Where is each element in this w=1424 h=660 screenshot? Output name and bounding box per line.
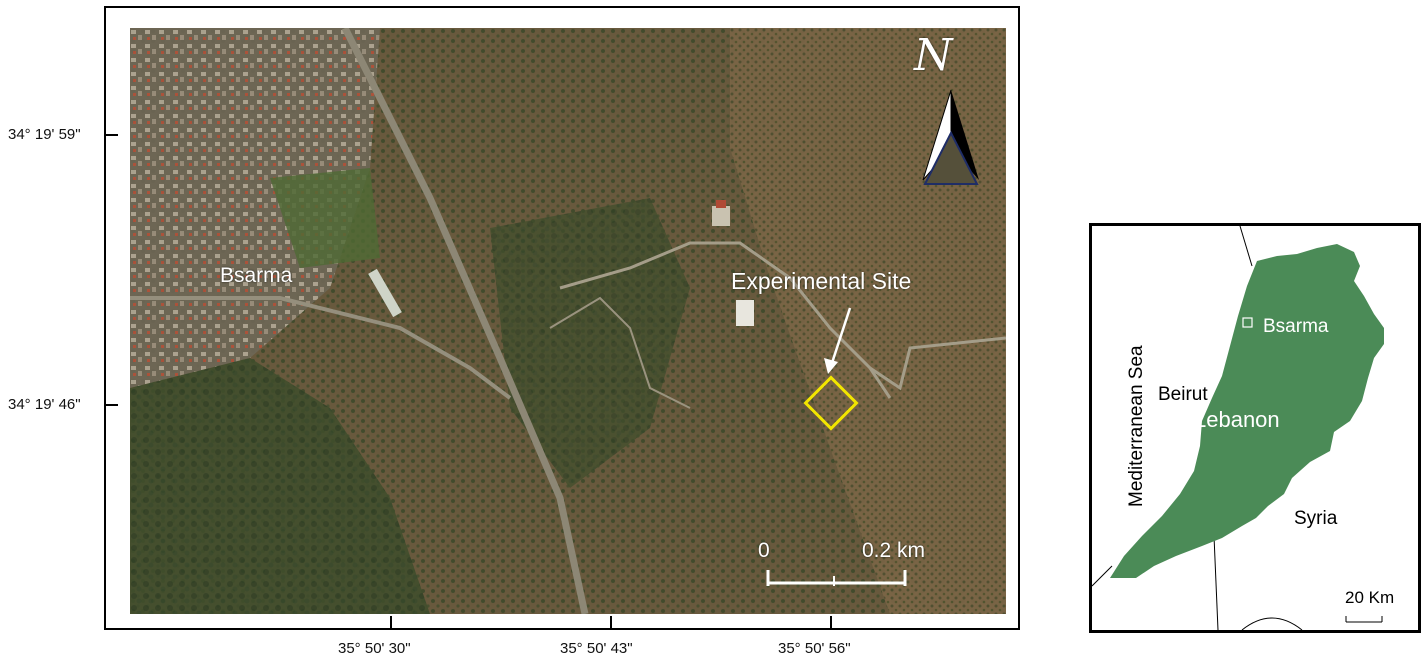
inset-scale-label: 20 Km — [1345, 588, 1395, 607]
loop-road — [869, 336, 1006, 391]
latitude-tick — [104, 134, 118, 136]
forest-central — [490, 198, 690, 488]
latitude-label: 34° 19' 46" — [8, 396, 81, 413]
forest-southwest — [130, 358, 430, 614]
lebanon-label: Lebanon — [1194, 407, 1280, 432]
north-arrow-base — [923, 130, 979, 185]
longitude-tick — [610, 616, 612, 630]
satellite-imagery — [130, 28, 1006, 614]
greenhouse — [736, 300, 754, 326]
longitude-label: 35° 50' 43" — [560, 640, 633, 657]
north-arrow-black — [951, 90, 979, 180]
building — [712, 206, 730, 226]
beirut-label: Beirut — [1158, 384, 1208, 405]
longitude-tick — [390, 616, 392, 630]
longitude-label: 35° 50' 30" — [338, 640, 411, 657]
green-field — [270, 168, 380, 268]
lebanon-shape — [1110, 244, 1384, 578]
bsarma-marker — [1242, 317, 1253, 328]
north-label: N — [914, 30, 953, 81]
experimental-site-label: Experimental Site — [731, 268, 912, 294]
site-marker — [803, 375, 859, 431]
coast-line — [1092, 565, 1113, 587]
inset-map — [1089, 223, 1421, 633]
latitude-tick — [104, 404, 118, 406]
track-road — [559, 241, 892, 399]
sea-label: Mediterranean Sea — [1126, 345, 1147, 507]
main-road — [341, 28, 589, 614]
border-line — [1213, 535, 1219, 630]
place-label-bsarma: Bsarma — [220, 264, 293, 287]
site-arrow — [829, 307, 852, 367]
border-line — [1241, 617, 1303, 630]
scale-end-label: 0.2 km — [862, 539, 926, 562]
farm-track — [549, 296, 691, 409]
longitude-label: 35° 50' 56" — [778, 640, 851, 657]
building-roof — [716, 200, 726, 208]
greenhouse — [368, 268, 402, 318]
syria-label: Syria — [1294, 508, 1338, 529]
imagery-svg — [130, 28, 1006, 614]
site-arrow-head — [824, 358, 838, 374]
town-road — [130, 296, 512, 400]
border-line — [1239, 226, 1253, 267]
inset-svg — [1092, 226, 1384, 630]
longitude-tick — [830, 616, 832, 630]
scale-start-label: 0 — [758, 539, 770, 562]
latitude-label: 34° 19' 59" — [8, 126, 81, 143]
inset-bsarma-label: Bsarma — [1263, 316, 1329, 337]
